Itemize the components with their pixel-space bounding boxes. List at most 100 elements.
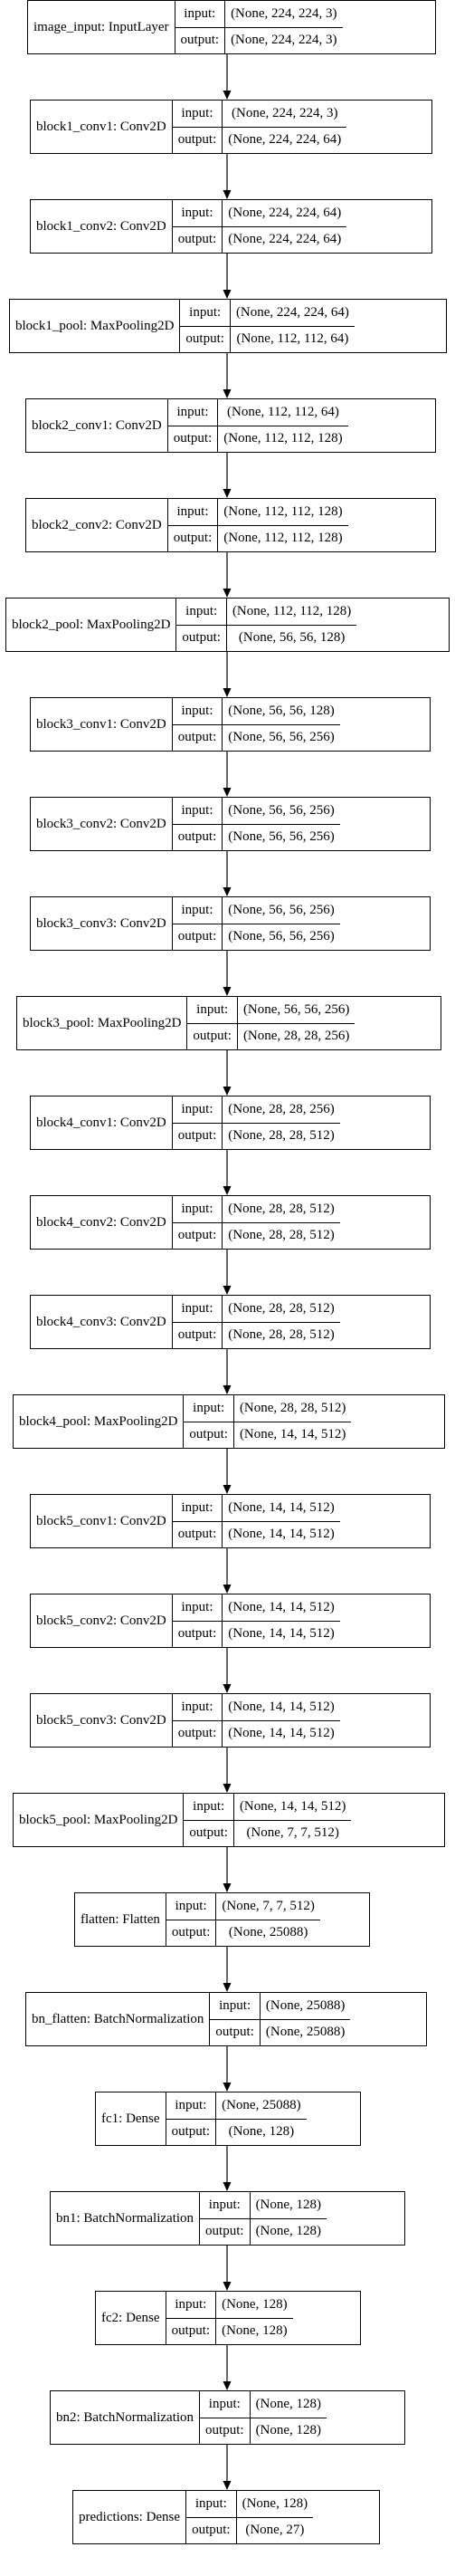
layer-name: predictions: Dense [79,2509,181,2524]
arrow-head [223,1883,232,1892]
input-shape: (None, 56, 56, 256) [228,902,335,917]
input-label: input: [176,404,209,419]
arrow-head [223,2282,232,2291]
output-label: output: [172,225,223,254]
arrow-head [223,2083,232,2092]
input-label: input: [176,503,209,519]
input-shape: (None, 28, 28, 256) [228,1101,335,1116]
input-shape: (None, 112, 112, 64) [227,404,339,419]
output-shape: (None, 112, 112, 128) [218,524,348,552]
input-label: input: [181,1201,213,1216]
output-label: output: [166,1919,216,1947]
input-shape: (None, 56, 56, 128) [228,703,335,718]
shape-label-column: input:output: [179,300,230,352]
input-label: input: [181,1699,213,1714]
shape-value-column: (None, 128)(None, 128) [215,2292,293,2344]
output-label: output: [172,1321,223,1349]
shape-label-column: input:output: [171,1296,223,1349]
input-shape: (None, 56, 56, 256) [242,1001,350,1017]
output-label: output: [172,1122,223,1150]
arrow-head [223,1485,232,1494]
layer-name: block2_conv2: Conv2D [32,517,162,532]
arrow-head [223,688,232,697]
shape-value-column: (None, 224, 224, 3)(None, 224, 224, 3) [224,1,343,54]
input-shape: (None, 112, 112, 128) [232,603,352,618]
output-shape: (None, 28, 28, 512) [223,1321,340,1349]
arrow-head [223,589,232,598]
shape-label-column: input:output: [183,1794,233,1846]
arrow-head [223,2481,232,2490]
shape-value-column: (None, 56, 56, 256)(None, 56, 56, 256) [222,798,340,851]
input-label: input: [181,703,213,718]
arrow-head [223,1286,232,1295]
shape-value-column: (None, 112, 112, 64)(None, 112, 112, 128… [217,399,348,452]
shape-value-column: (None, 112, 112, 128) (None, 56, 56, 128) [225,599,357,652]
output-shape: (None, 28, 28, 512) [223,1221,340,1250]
output-label: output: [167,425,218,453]
layer-name: block4_conv2: Conv2D [36,1214,166,1230]
shape-value-column: (None, 112, 112, 128) (None, 112, 112, 12… [217,499,348,552]
layer-name: block2_pool: MaxPooling2D [12,617,171,632]
output-shape: (None, 28, 28, 256) [237,1022,355,1050]
layer-name: bn1: BatchNormalization [56,2210,194,2226]
input-label: input: [181,105,213,120]
output-shape: (None, 28, 28, 512) [223,1122,340,1150]
input-label: input: [193,1798,225,1814]
layer-name: block5_conv1: Conv2D [36,1513,166,1528]
output-shape: (None, 128) [250,2217,327,2246]
arrow-head [223,2182,232,2191]
input-shape: (None, 224, 224, 3) [232,105,338,120]
shape-label-column: input:output: [165,2292,216,2344]
input-label: input: [189,304,222,320]
shape-value-column: (None, 14, 14, 512)(None, 7, 7, 512) [232,1794,352,1846]
output-label: output: [210,2018,260,2046]
arrow-head [223,987,232,996]
input-shape: (None, 14, 14, 512) [228,1499,335,1515]
shape-value-column: (None, 56, 56, 256) (None, 28, 28, 256) [236,997,355,1050]
layer-name: bn2: BatchNormalization [56,2409,194,2425]
shape-label-column: input:output: [171,1594,223,1647]
input-shape: (None, 25088) [222,2097,301,2112]
output-shape: (None, 56, 56, 128) [226,624,357,652]
input-shape: (None, 112, 112, 128) [223,503,343,519]
layer-name: block3_conv1: Conv2D [36,716,166,732]
layer-name: block1_pool: MaxPooling2D [15,318,175,333]
shape-label-column: input:output: [186,997,237,1049]
input-shape: (None, 224, 224, 64) [235,304,349,320]
arrow-head [223,1983,232,1992]
shape-value-column: (None, 14, 14, 512)(None, 14, 14, 512) [222,1594,340,1647]
layer-name: image_input: InputLayer [33,19,169,34]
arrow-head [223,1186,232,1195]
shape-value-column: (None, 224, 224, 64)(None, 224, 224, 64) [222,200,347,253]
layer-name: block4_conv1: Conv2D [36,1115,166,1130]
output-shape: (None, 14, 14, 512) [223,1719,340,1748]
arrow-head [223,2381,232,2390]
input-label: input: [175,2296,207,2312]
shape-value-column: (None, 224, 224, 64)(None, 112, 112, 64) [229,300,355,352]
shape-label-column: input:output: [209,1993,260,2045]
layer-name: block3_conv2: Conv2D [36,816,166,831]
layer-name: block5_conv3: Conv2D [36,1712,166,1728]
shape-label-column: input:output: [166,499,218,551]
shape-value-column: (None, 128)(None, 27) [235,2491,314,2543]
output-label: output: [172,126,223,154]
output-label: output: [172,1221,223,1250]
output-label: output: [175,26,225,54]
shape-label-column: input:output: [171,897,223,950]
output-shape: (None, 56, 56, 256) [223,823,340,851]
output-shape: (None, 224, 224, 3) [225,26,343,54]
shape-value-column: (None, 7, 7, 512)(None, 25088) [215,1893,320,1946]
input-label: input: [175,2097,207,2112]
